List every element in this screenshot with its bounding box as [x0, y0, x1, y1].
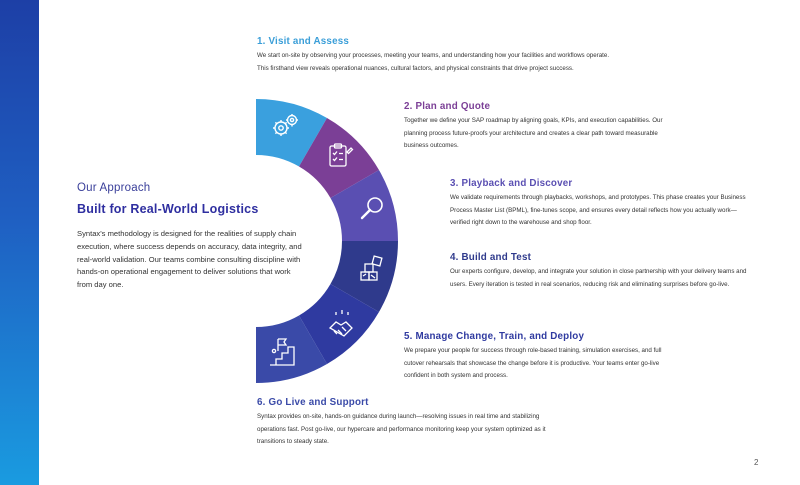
step-3: 3. Playback and Discover We validate req… — [450, 178, 754, 230]
wheel-icons — [270, 114, 383, 366]
wheel-segment-6 — [256, 315, 327, 383]
step-3-body: We validate requirements through playbac… — [450, 194, 746, 226]
magnifier-icon — [360, 197, 383, 220]
step-4: 4. Build and Test Our experts configure,… — [450, 252, 754, 291]
wheel-segment-3 — [330, 170, 398, 241]
step-6-title: 6. Go Live and Support — [257, 397, 369, 408]
section-kicker: Our Approach — [77, 182, 151, 194]
building-blocks-icon — [360, 255, 383, 281]
step-6-body: Syntax provides on-site, hands-on guidan… — [257, 413, 546, 445]
step-2-body: Together we define your SAP roadmap by a… — [404, 117, 663, 149]
step-1: 1. Visit and Assess We start on-site by … — [257, 36, 617, 75]
section-headline: Built for Real-World Logistics — [77, 202, 259, 216]
wheel-segment-2 — [299, 118, 379, 198]
step-5-body: We prepare your people for success throu… — [404, 347, 662, 379]
section-body: Syntax's methodology is designed for the… — [77, 229, 302, 290]
intro-section: Our Approach Built for Real-World Logist… — [77, 182, 303, 292]
step-5: 5. Manage Change, Train, and Deploy We p… — [404, 331, 672, 383]
step-2: 2. Plan and Quote Together we define you… — [404, 101, 672, 153]
wheel-segment-1 — [256, 99, 327, 167]
step-4-body: Our experts configure, develop, and inte… — [450, 268, 747, 288]
flag-stairs-icon — [270, 338, 295, 366]
left-accent-bar — [0, 0, 39, 485]
step-6: 6. Go Live and Support Syntax provides o… — [257, 397, 557, 449]
wheel-segments — [256, 99, 398, 383]
step-2-title: 2. Plan and Quote — [404, 101, 491, 112]
page-number: 2 — [754, 458, 759, 467]
step-3-title: 3. Playback and Discover — [450, 178, 573, 189]
step-1-title: 1. Visit and Assess — [257, 36, 350, 47]
step-1-body: We start on-site by observing your proce… — [257, 52, 610, 72]
step-4-title: 4. Build and Test — [450, 252, 532, 263]
gears-icon — [273, 114, 298, 136]
step-5-title: 5. Manage Change, Train, and Deploy — [404, 331, 585, 342]
handshake-icon — [328, 310, 353, 337]
clipboard-checklist-icon — [329, 143, 354, 167]
